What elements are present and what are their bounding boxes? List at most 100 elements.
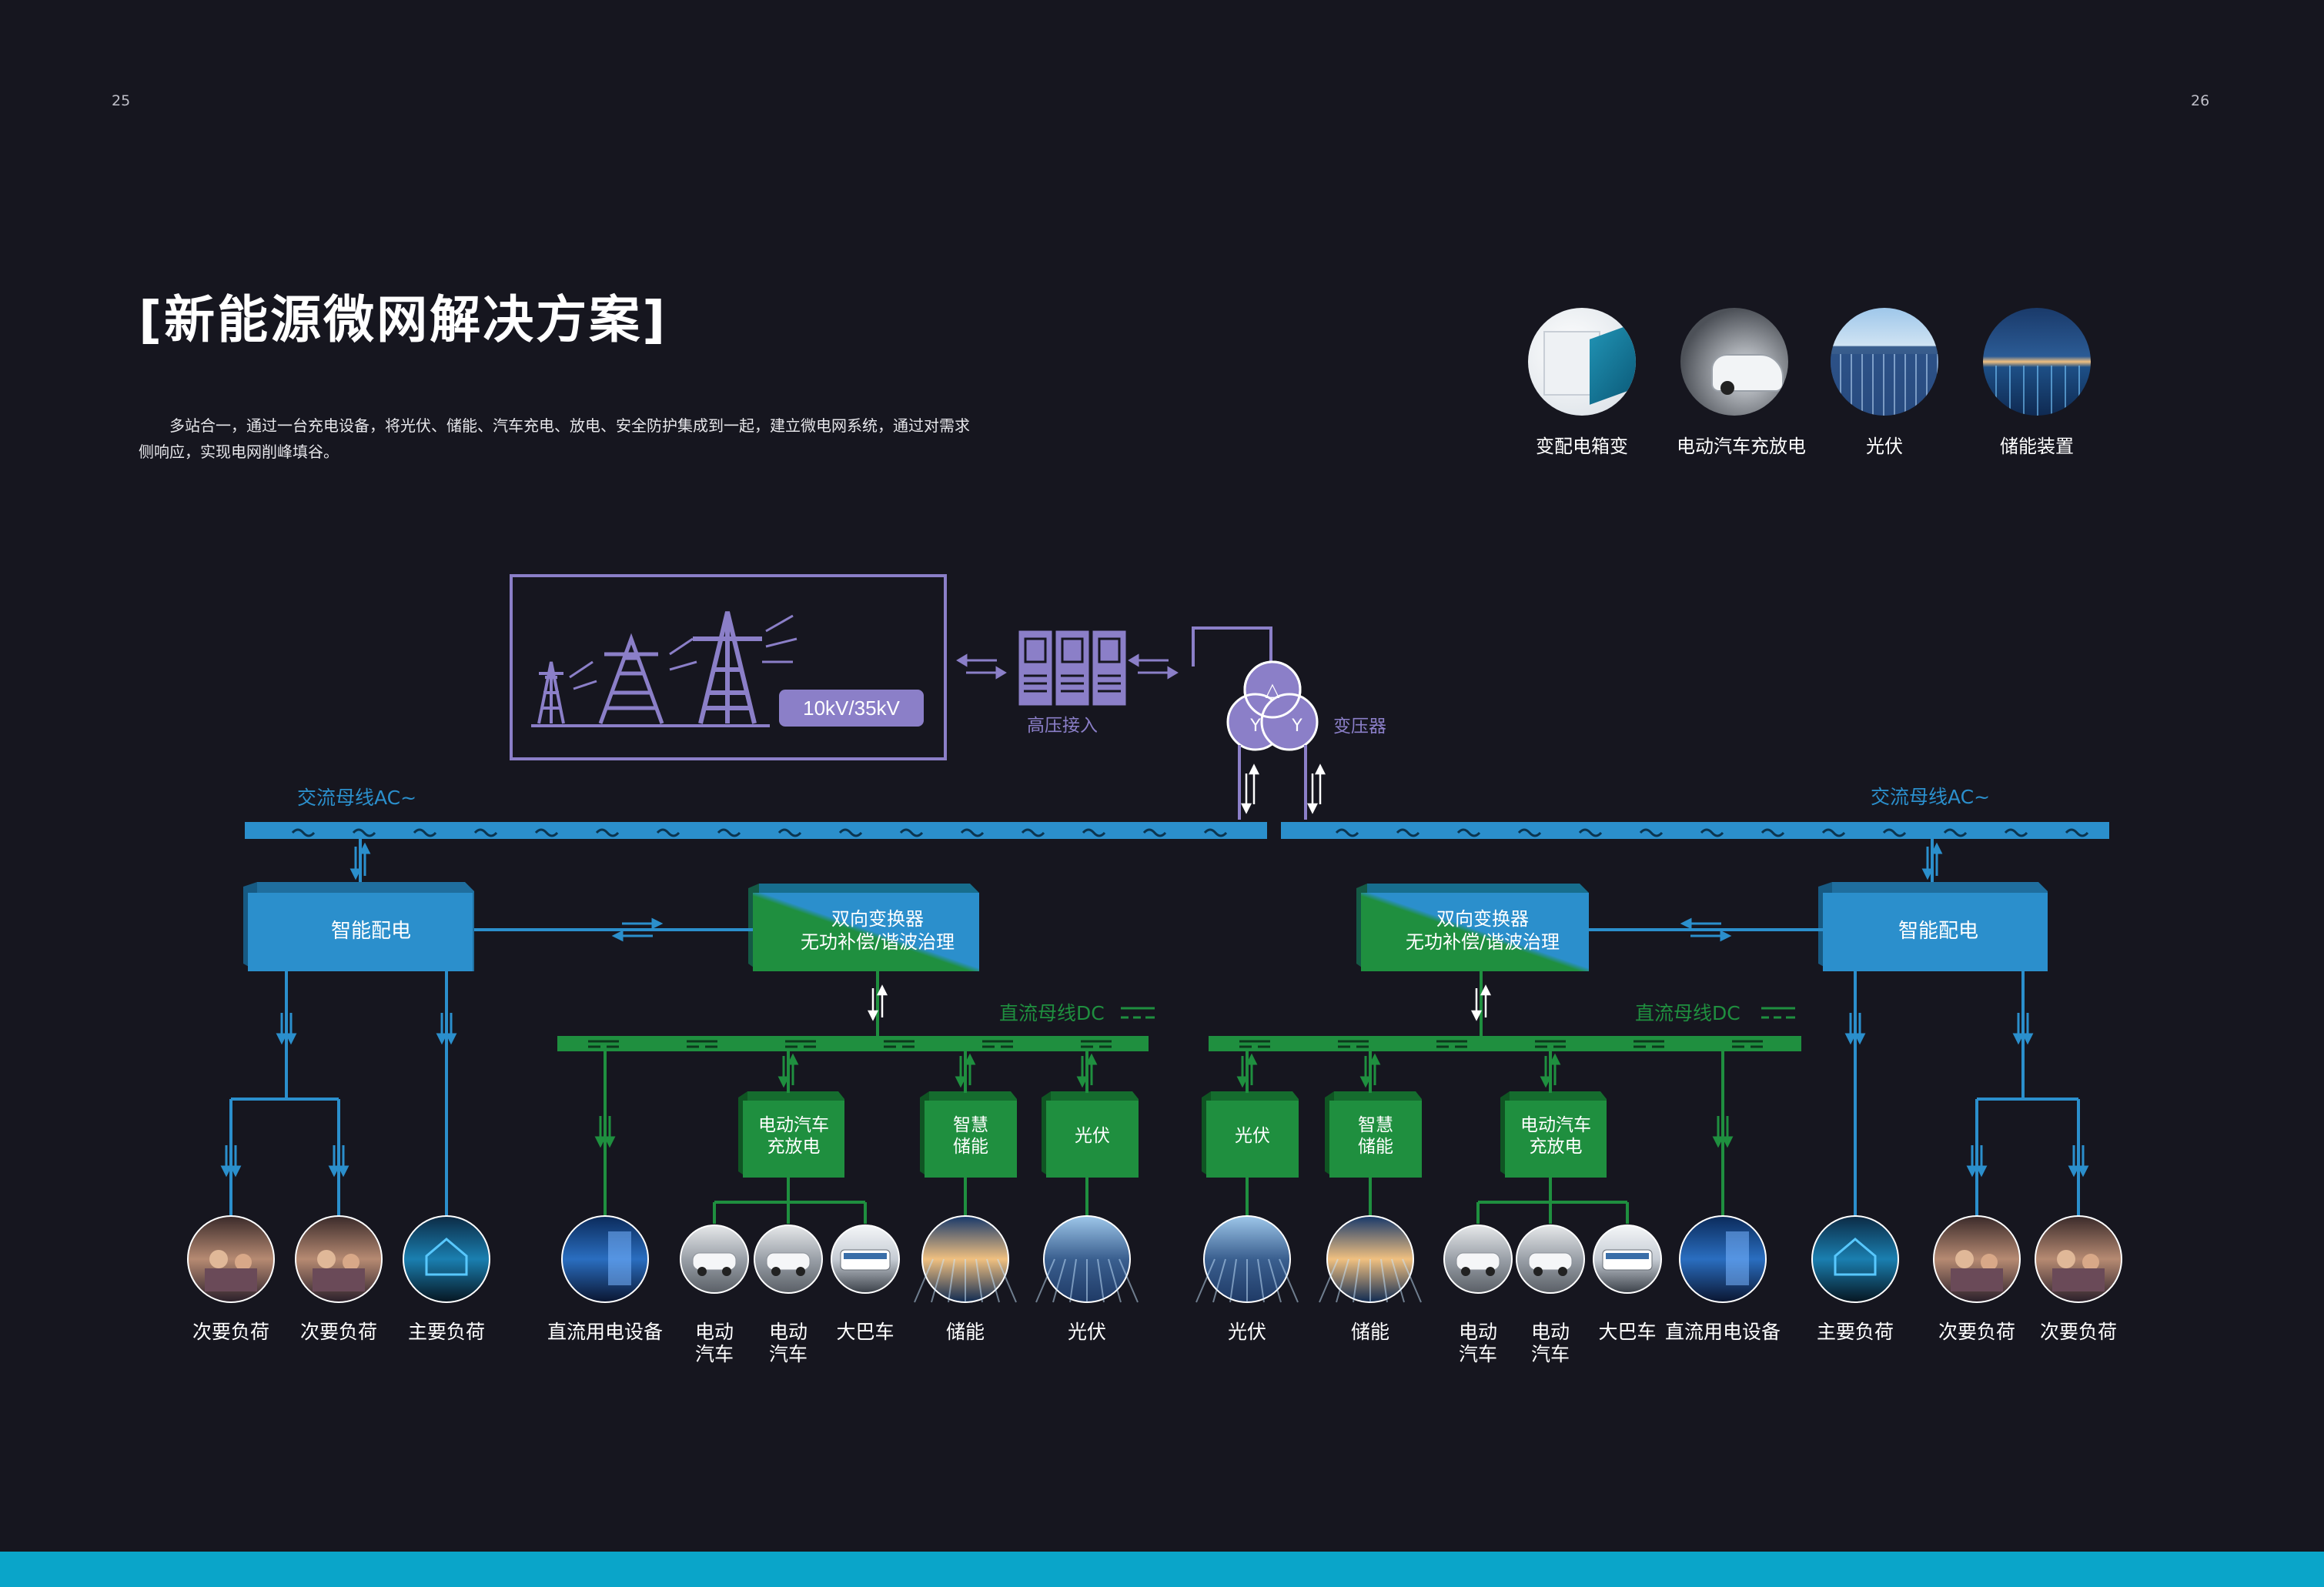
load-label: 次要负荷 [2001,1321,2155,1343]
down-arrow-icon [229,1165,242,1178]
green-device-box [743,1101,844,1178]
tilde-mark [656,828,680,837]
down-arrow-icon [2012,1033,2025,1045]
down-arrow-icon [1712,1136,1724,1148]
bidirectional-arrow-icon [956,653,1007,680]
tilde-mark [1021,828,1045,837]
transmission-tower-icon [537,661,565,724]
people-photo-icon [295,1215,383,1303]
tilde-mark [2065,828,2089,837]
load-label-line: 光伏 [1067,1321,1106,1343]
load-label-line: 次要负荷 [1938,1321,2015,1343]
ac-load-tree-left [229,971,448,1224]
house-photo-icon [403,1215,490,1303]
converter-dc-links [876,971,1483,1036]
load-label-line: 电动 [1530,1321,1570,1343]
green-box-label-line: 智慧 [953,1115,988,1135]
down-arrow-icon [328,1165,340,1178]
tilde-mark [1639,828,1664,837]
down-arrow-icon [285,1033,297,1045]
voltage-label: 10kV/35kV [803,697,900,720]
tilde-mark [291,828,316,837]
down-arrow-icon [594,1136,607,1148]
down-arrow-icon [2077,1165,2089,1178]
legend-label: 电动汽车充放电 [1677,436,1806,457]
load-label-line: 次要负荷 [192,1321,269,1343]
load-label: 储能 [888,1321,1042,1343]
transmission-tower-icon [693,611,762,724]
green-box-label: 光伏 [1046,1125,1139,1147]
page-title: [新能源微网解决方案] [139,290,668,349]
bus-photo-icon [831,1224,900,1294]
down-arrow-icon [276,1033,288,1045]
bidirectional-arrow-icon [1085,1053,1098,1065]
hv-access-label: 高压接入 [1027,716,1098,736]
tilde-mark [473,828,498,837]
downward-arrows [220,1013,2089,1178]
load-photos [187,1215,2122,1303]
tilde-mark [1700,828,1724,837]
tilde-mark [2004,828,2028,837]
bidirectional-arrow-icon [867,984,1492,1021]
down-arrow-icon [604,1136,616,1148]
load-label-line: 电动 [694,1321,734,1343]
dc-photo-icon [1679,1215,1767,1303]
load-label: 次要负荷 [154,1321,308,1343]
green-devices [738,1091,1607,1178]
car-photo-icon [1443,1224,1513,1294]
bidirectional-arrow-icon [1240,763,1326,814]
down-arrow-icon [2021,1033,2034,1045]
converter-right-line2: 无功补偿/谐波治理 [1406,931,1560,953]
load-label-line: 汽车 [1458,1343,1497,1365]
people-photo-icon [2035,1215,2122,1303]
tilde-mark [1396,828,1420,837]
down-arrow-icon [2068,1165,2080,1178]
load-label: 光伏 [1170,1321,1324,1343]
green-box-label: 电动汽车充放电 [743,1114,844,1158]
ac-load-tree-right [1854,971,2080,1224]
car-photo-icon [754,1224,823,1294]
bidirectional-arrow-icon [349,842,1943,942]
tilde-mark [1203,828,1228,837]
bottom-accent-bar [0,1552,2324,1587]
car-photo-icon [680,1224,749,1294]
substation-photo-icon [1528,308,1636,416]
bidirectional-arrow-icon [777,1076,790,1088]
load-label-line: 汽车 [1530,1343,1570,1365]
tilde-mark [838,828,863,837]
green-box-label-line: 储能 [1358,1137,1393,1157]
tilde-mark [1882,828,1907,837]
green-box-label-line: 储能 [953,1137,988,1157]
green-box-label-line: 充放电 [1529,1137,1583,1157]
down-arrow-icon [337,1165,349,1178]
legend-substation: 变配电箱变 [1524,308,1640,458]
ev-charging-photo-icon [1680,308,1788,416]
voltage-badge [779,690,924,727]
tilde-mark [1761,828,1785,837]
dc-load-links [604,1051,1724,1224]
load-label-line: 电动 [1458,1321,1497,1343]
spark-lines [569,614,798,690]
ac-bus-right-label: 交流母线AC~ [1871,786,1990,808]
load-label: 电动汽车 [1401,1321,1555,1365]
load-label: 大巴车 [788,1321,942,1343]
load-label-line: 次要负荷 [2039,1321,2117,1343]
green-box-label-line: 充放电 [767,1137,821,1157]
legend-ev: 电动汽车充放电 [1677,308,1806,458]
tilde-mark [899,828,924,837]
load-label-line: 直流用电设备 [1664,1321,1781,1343]
legend-label: 变配电箱变 [1536,436,1628,457]
load-label: 电动汽车 [1473,1321,1627,1365]
down-arrow-icon [1844,1033,1857,1045]
tilde-mark [717,828,741,837]
green-box-label-line: 智慧 [1358,1115,1393,1135]
solar-panel-photo-icon [1831,308,1938,416]
dc-marks [588,1040,1763,1048]
green-box-label-line: 电动汽车 [1520,1115,1591,1135]
people-photo-icon [1933,1215,2021,1303]
ac-bus-left-label: 交流母线AC~ [297,787,416,809]
ac-links [359,839,1934,931]
load-label-line: 汽车 [694,1343,734,1365]
load-label: 储能 [1293,1321,1447,1343]
tilde-mark [777,828,802,837]
